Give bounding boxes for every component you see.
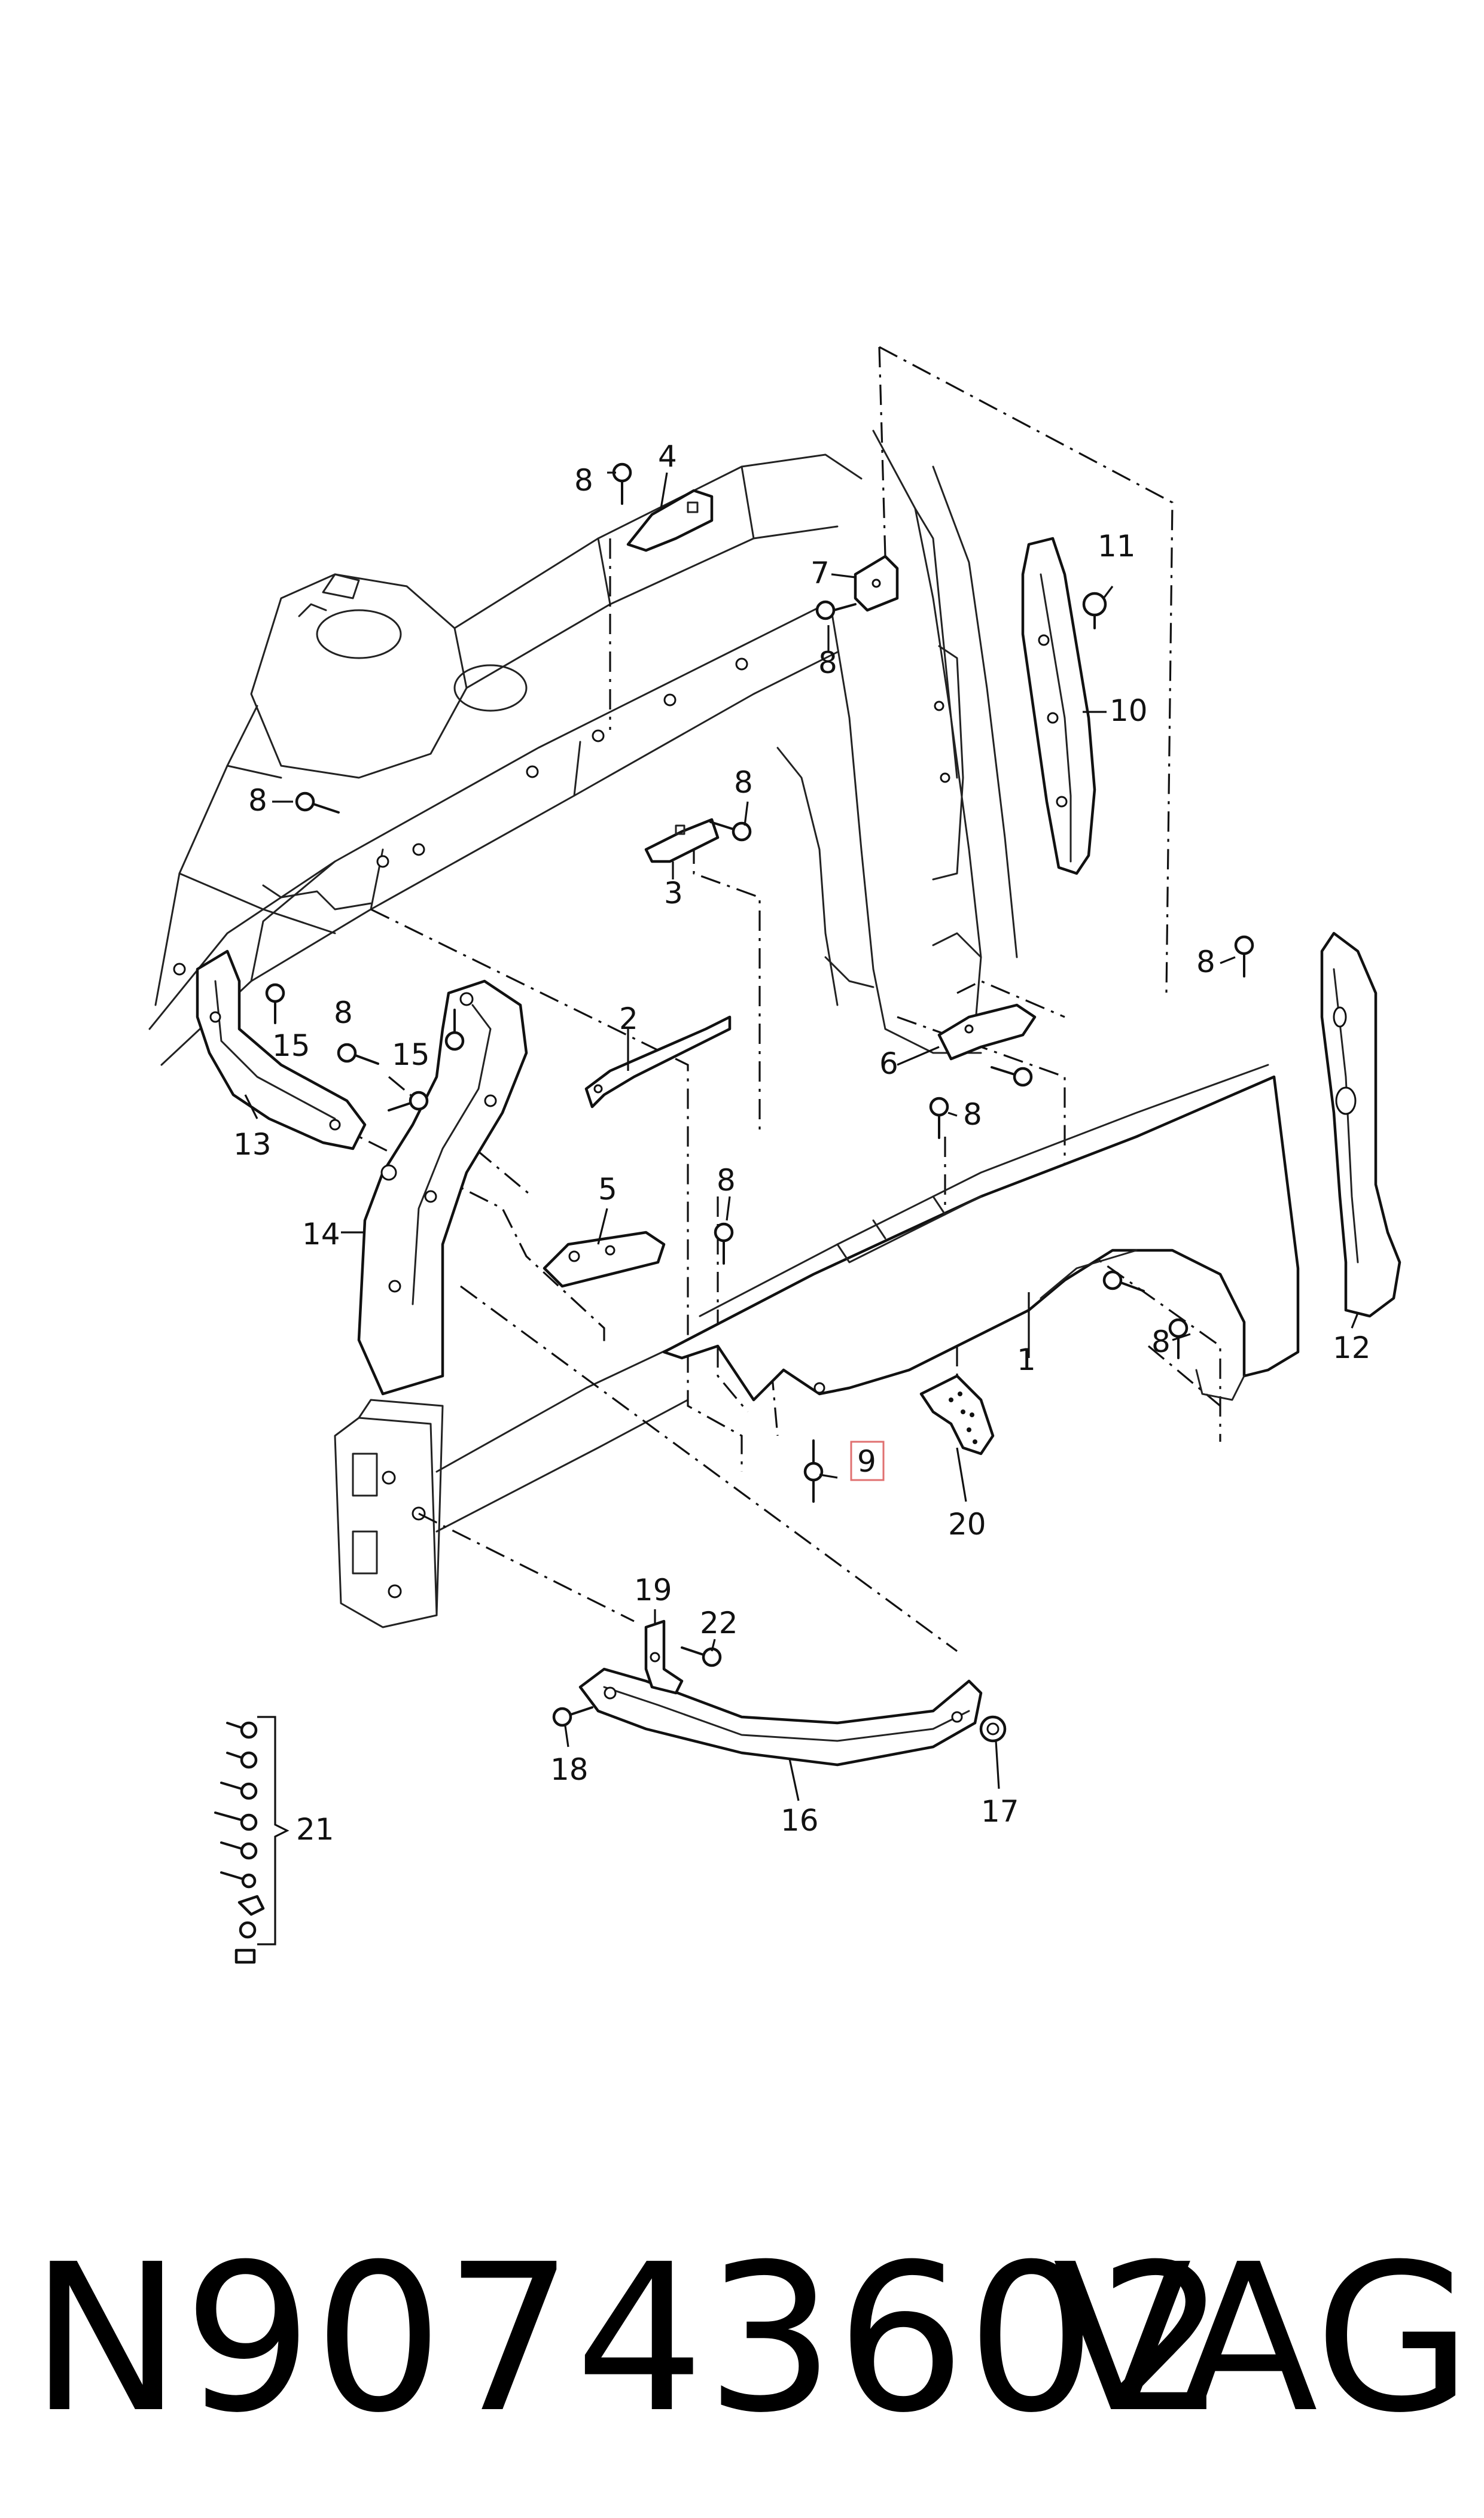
callout-9-highlight-box <box>850 1441 885 1481</box>
part-bracket-4 <box>626 489 714 552</box>
part-bracket-3 <box>644 818 720 863</box>
part-fender-seal <box>1320 931 1401 1318</box>
part-fastener-kit-21 <box>214 1716 290 1964</box>
part-bracket-6 <box>937 1003 1037 1061</box>
callout-8d: 8 <box>734 765 753 800</box>
part-bracket-5 <box>543 1231 666 1288</box>
callout-19: 19 <box>634 1573 672 1607</box>
callout-15a: 15 <box>272 1028 310 1063</box>
callout-6: 6 <box>879 1046 898 1081</box>
exploded-parts-diagram: 1 2 3 4 5 6 7 8 8 8 8 8 8 8 8 8 9 10 11 … <box>148 346 1401 1964</box>
brand-name: VAG <box>1053 2221 1472 2458</box>
callout-12: 12 <box>1333 1330 1371 1365</box>
callout-16: 16 <box>781 1803 819 1838</box>
callout-8f: 8 <box>1196 945 1215 979</box>
callout-8h: 8 <box>717 1163 736 1198</box>
callout-8i: 8 <box>1151 1325 1171 1359</box>
callout-11: 11 <box>1098 529 1136 564</box>
callout-8a: 8 <box>574 463 593 498</box>
callout-9: 9 <box>857 1444 876 1479</box>
part-bracket-19 <box>644 1619 684 1695</box>
part-rail-16 <box>578 1667 983 1767</box>
leader-lines <box>244 471 1359 1801</box>
callout-18: 18 <box>550 1752 589 1787</box>
callout-10: 10 <box>1110 693 1148 728</box>
callout-8g: 8 <box>963 1097 982 1132</box>
callout-5: 5 <box>598 1172 617 1207</box>
part-number: N90743602 <box>30 2221 1228 2458</box>
callout-13: 13 <box>233 1127 272 1162</box>
callout-3: 3 <box>664 876 683 911</box>
callout-22: 22 <box>700 1606 738 1640</box>
fasteners <box>265 462 1254 1743</box>
callout-15b: 15 <box>392 1037 430 1072</box>
part-pad-20 <box>919 1374 995 1456</box>
callout-14: 14 <box>302 1217 340 1252</box>
part-bracket-14 <box>357 979 528 1396</box>
callout-2: 2 <box>619 1001 638 1036</box>
part-bracket-7 <box>854 555 899 612</box>
part-caption: N90743602 VAG <box>0 2213 1484 2518</box>
callout-17: 17 <box>981 1794 1019 1829</box>
callout-8b: 8 <box>818 646 837 680</box>
part-bracket-2 <box>584 1015 732 1109</box>
callout-8c: 8 <box>248 783 267 818</box>
part-fender <box>662 1064 1300 1402</box>
callout-20: 20 <box>948 1507 986 1542</box>
part-pillar-bracket <box>932 537 1096 881</box>
callout-4: 4 <box>658 439 677 474</box>
callout-labels: 1 2 3 4 5 6 7 8 8 8 8 8 8 8 8 8 9 10 11 … <box>233 439 1371 1847</box>
callout-8e: 8 <box>334 995 353 1030</box>
callout-7: 7 <box>810 556 830 590</box>
callout-1: 1 <box>1017 1342 1036 1377</box>
callout-21: 21 <box>296 1812 334 1847</box>
part-bracket-13 <box>196 949 367 1150</box>
